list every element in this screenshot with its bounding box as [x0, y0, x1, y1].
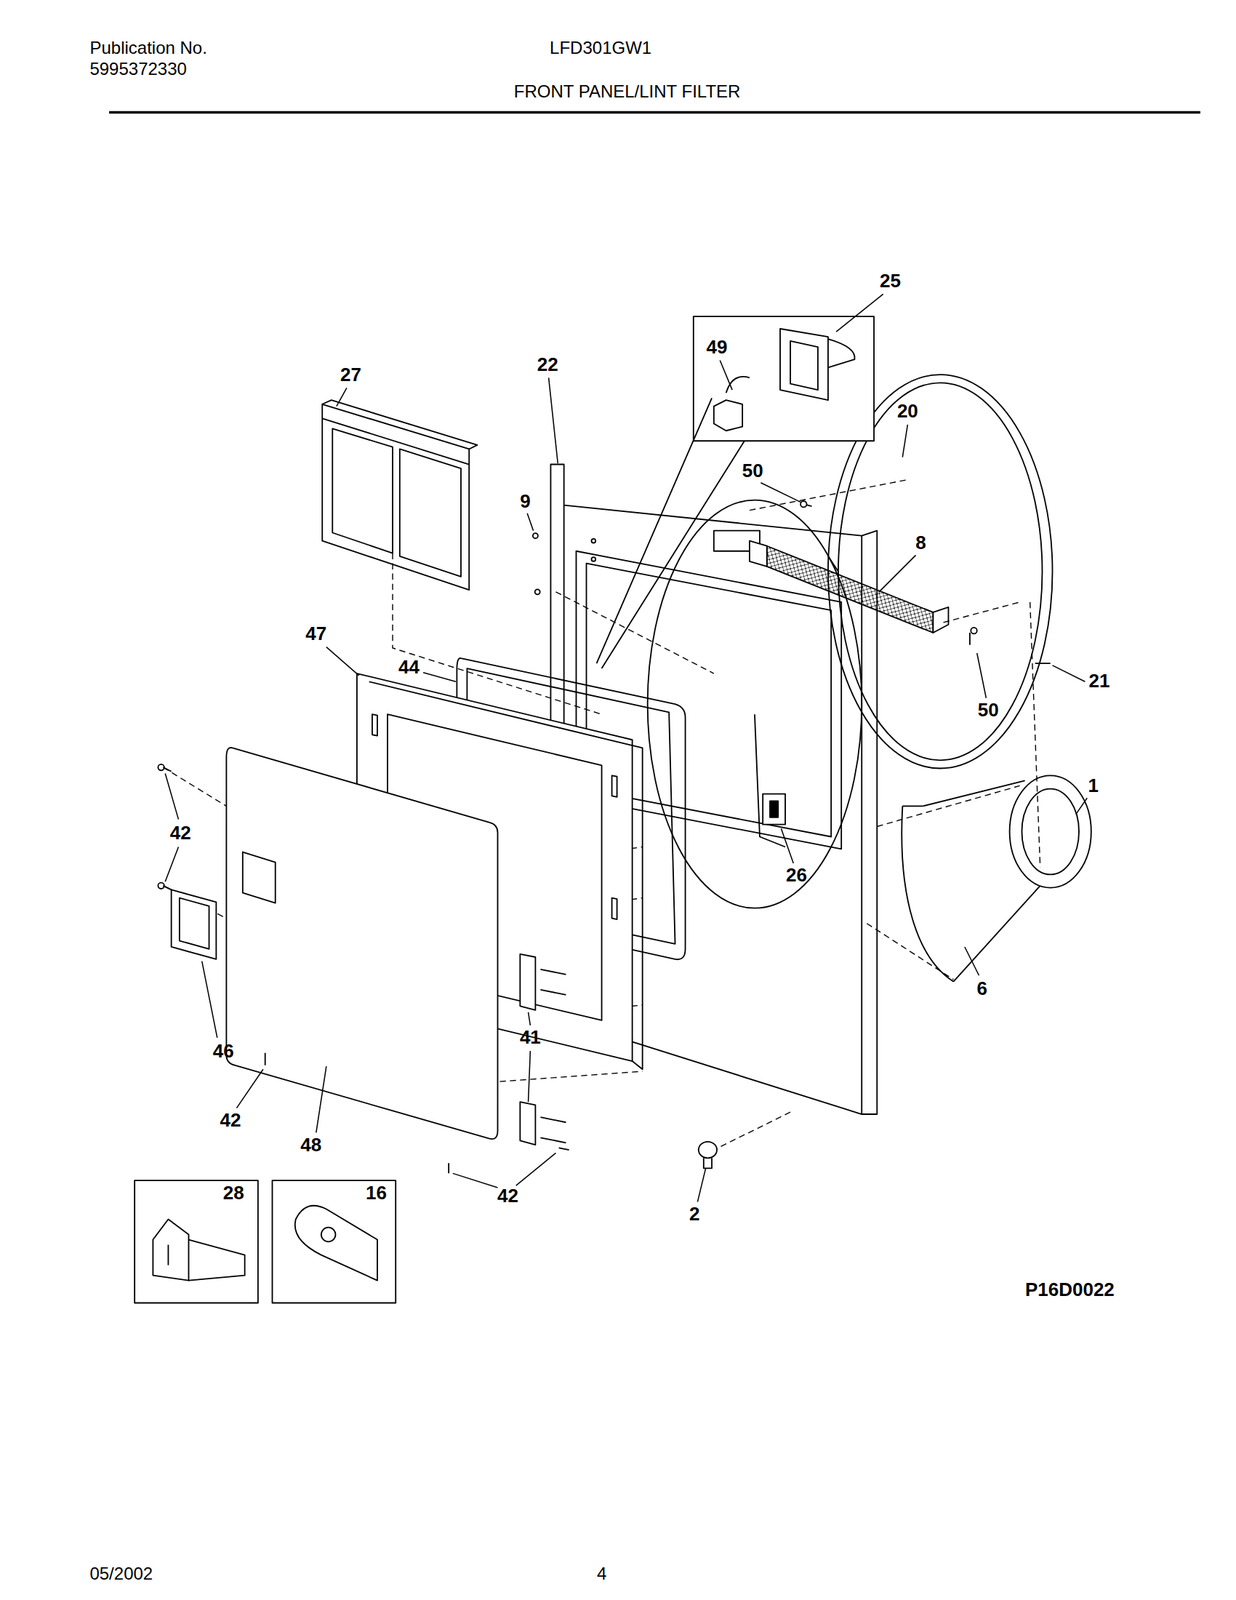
callout-number: 21 [1089, 671, 1111, 690]
callout-number: 9 [519, 491, 531, 511]
footer-text: 05/2002 [89, 1564, 153, 1583]
page-title: FRONT PANEL/LINT FILTER [514, 82, 741, 101]
callout-number: 48 [300, 1134, 322, 1154]
callout-number: 1 [1087, 775, 1098, 795]
callout-number: 6 [977, 978, 988, 998]
callout-number: 42 [220, 1110, 242, 1130]
callout-number: 49 [706, 337, 728, 357]
callout-number: 25 [879, 271, 901, 291]
callout-number: 28 [223, 1182, 245, 1202]
callout-number: 2 [689, 1204, 700, 1223]
callout-number: 46 [213, 1041, 235, 1061]
callout-number: 26 [785, 865, 808, 885]
callout-number: 22 [537, 354, 559, 374]
callout-number: 42 [170, 823, 192, 842]
callout-number: 47 [305, 623, 327, 643]
page-number: 4 [596, 1564, 607, 1583]
callout-number: 27 [340, 364, 362, 384]
callout-number: 20 [897, 401, 919, 421]
header-text: LFD301GW1 [549, 39, 652, 57]
callout-number: 41 [519, 1027, 541, 1047]
callout-number: 16 [365, 1182, 387, 1202]
callout-number: 42 [497, 1185, 519, 1205]
callout-number: 8 [915, 532, 926, 552]
header-text: Publication No. [89, 39, 207, 57]
callout-number: 50 [977, 700, 999, 720]
header-text: 5995372330 [89, 60, 187, 78]
drawing-code: P16D0022 [1025, 1279, 1115, 1299]
callout-number: 50 [742, 460, 764, 480]
callout-number: 44 [398, 657, 420, 677]
